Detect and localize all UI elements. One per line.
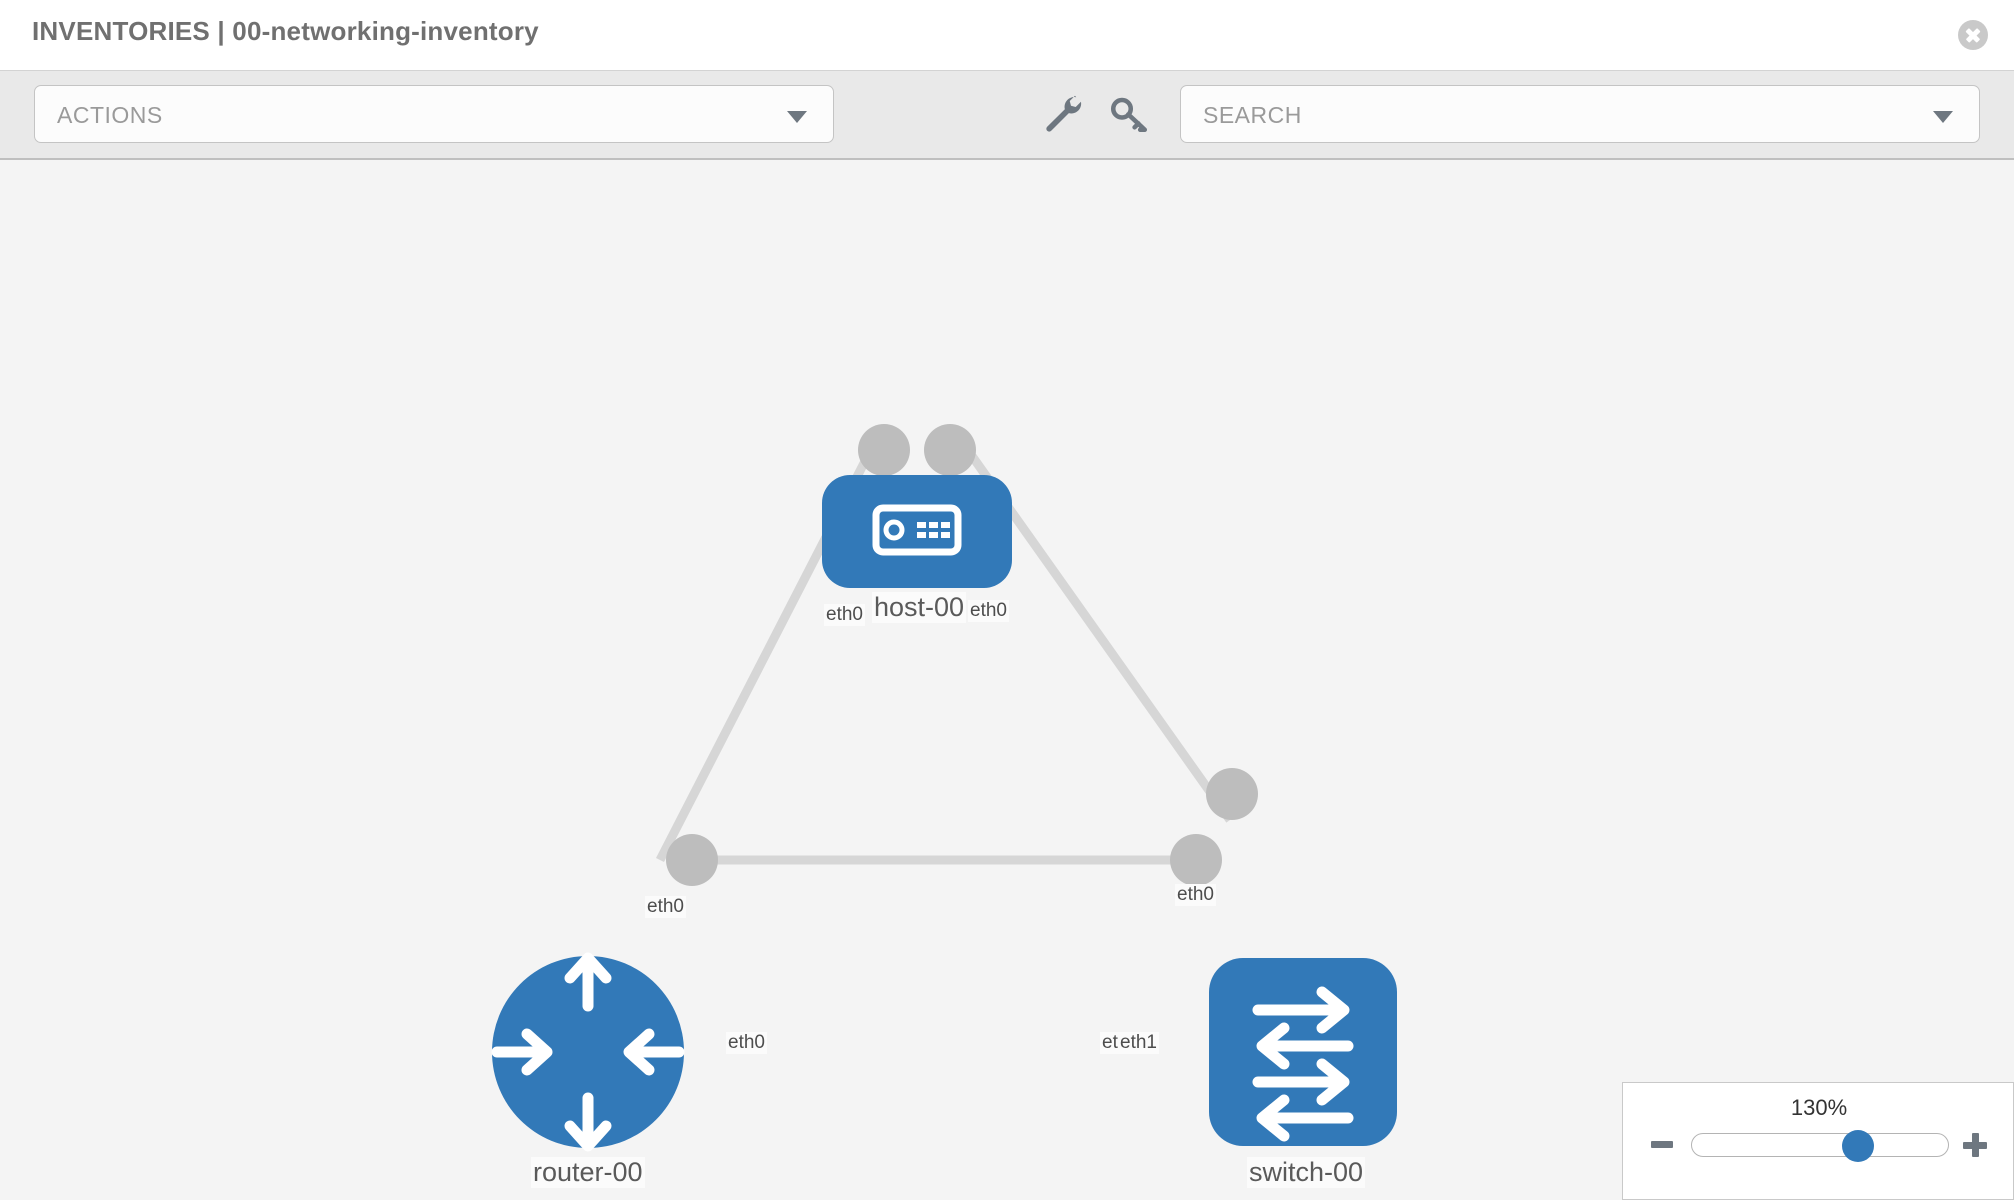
chevron-down-icon[interactable] <box>1933 111 1953 123</box>
actions-dropdown-label: ACTIONS <box>57 102 163 128</box>
chevron-down-icon <box>787 111 807 123</box>
key-icon-svg <box>1110 97 1148 133</box>
interface-label-router00-eth0-up: eth0 <box>645 896 686 918</box>
node-switch-00[interactable] <box>1209 958 1397 1146</box>
close-icon[interactable] <box>1958 20 1988 50</box>
zoom-control-panel: 130% <box>1622 1082 2014 1200</box>
link-endpoint-group <box>666 424 1258 886</box>
switch-arrows-icon <box>1252 986 1354 1142</box>
page-title: INVENTORIES | 00-networking-inventory <box>32 16 539 46</box>
node-router-00[interactable] <box>491 952 685 1152</box>
key-icon[interactable] <box>1108 93 1150 135</box>
node-label-router-00: router-00 <box>531 1157 645 1188</box>
toolbar: ACTIONS SEARCH <box>0 70 2014 160</box>
interface-label-host00-eth0-right: eth0 <box>968 600 1009 622</box>
node-host-00[interactable] <box>822 475 1012 588</box>
wrench-icon[interactable] <box>1040 93 1082 135</box>
zoom-out-button[interactable] <box>1651 1141 1673 1148</box>
endpoint-switch00-top[interactable] <box>1206 768 1258 820</box>
server-icon <box>872 504 962 556</box>
endpoint-switch00-left[interactable] <box>1170 834 1222 886</box>
endpoint-host00-right[interactable] <box>924 424 976 476</box>
endpoint-router00-right[interactable] <box>666 834 718 886</box>
topology-graph <box>491 424 1397 1152</box>
zoom-slider-thumb[interactable] <box>1842 1130 1875 1162</box>
interface-label-switch00-eth1: eth1 <box>1118 1032 1159 1054</box>
interface-label-switch00-eth0-up: eth0 <box>1175 884 1216 906</box>
interface-label-host00-eth0-left: eth0 <box>824 604 865 626</box>
zoom-slider[interactable] <box>1691 1130 1949 1162</box>
zoom-level-value: 130% <box>1790 1095 1848 1120</box>
topology-canvas[interactable]: eth0 eth0 host-00 eth0 eth0 eth0 eth eth… <box>0 160 2014 1200</box>
endpoint-host00-left[interactable] <box>858 424 910 476</box>
node-label-host-00: host-00 <box>872 592 967 623</box>
search-placeholder: SEARCH <box>1203 102 1302 128</box>
interface-label-router00-eth0-right: eth0 <box>726 1032 767 1054</box>
title-bar: INVENTORIES | 00-networking-inventory <box>0 0 2014 70</box>
search-input[interactable]: SEARCH <box>1180 85 1980 143</box>
wrench-icon-svg <box>1046 95 1082 132</box>
router-arrows-icon <box>491 952 685 1152</box>
actions-dropdown[interactable]: ACTIONS <box>34 85 834 143</box>
node-label-switch-00: switch-00 <box>1247 1157 1366 1188</box>
zoom-in-button[interactable] <box>1963 1133 1987 1157</box>
